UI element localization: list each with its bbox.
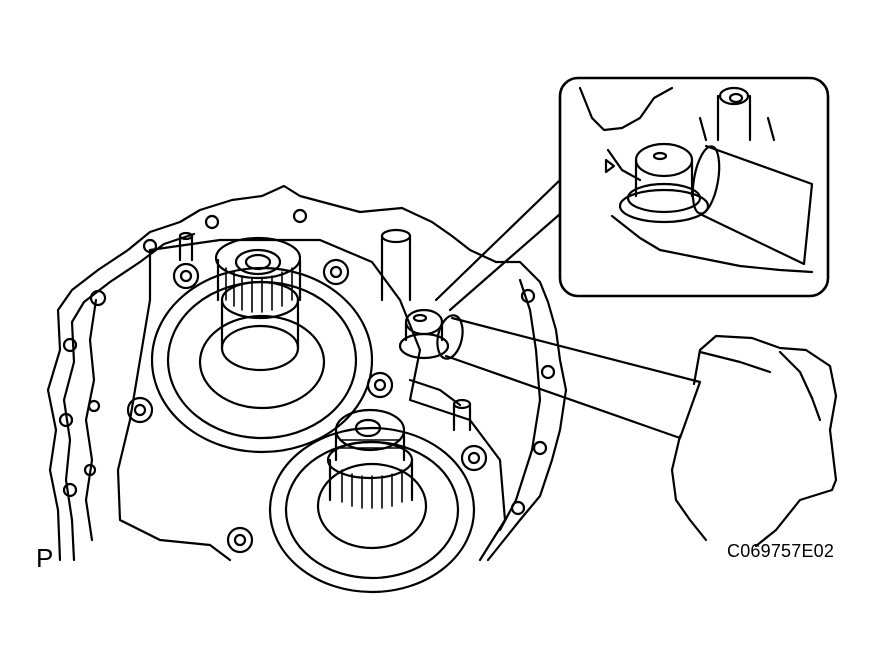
figure-id: C069757E02 xyxy=(727,541,835,561)
transaxle-case xyxy=(46,184,568,562)
output-shaft xyxy=(268,408,476,594)
punch-tool xyxy=(436,314,702,440)
retainer-bolt xyxy=(460,444,488,472)
hand xyxy=(670,334,838,548)
retainer-bolt xyxy=(366,371,394,399)
retainer-bolt xyxy=(322,258,350,286)
retainer-bolt xyxy=(126,396,154,424)
view-label: P xyxy=(36,543,54,573)
callout-leader xyxy=(434,178,562,312)
detail-callout xyxy=(558,76,830,298)
bearing-retainer xyxy=(116,238,507,562)
retainer-bolt xyxy=(172,262,200,290)
retainer-bolt xyxy=(226,526,254,554)
snap-ring-stud xyxy=(398,308,450,360)
guide-pin xyxy=(178,228,472,432)
input-shaft xyxy=(150,236,374,454)
